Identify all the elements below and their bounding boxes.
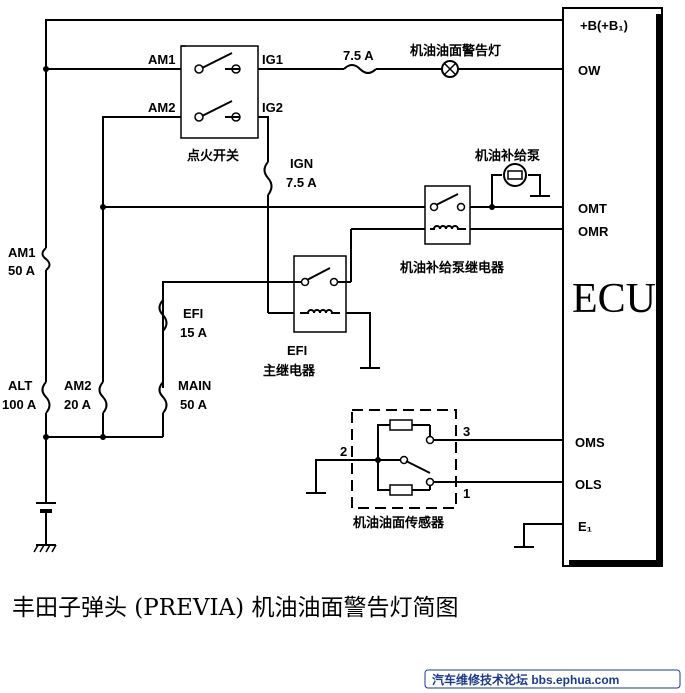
fuse-am1-name: AM1	[8, 245, 35, 260]
ignition-ig1-label: IG1	[262, 52, 283, 67]
fuse-am2: AM2 20 A	[64, 378, 108, 414]
fuse-main-rating: 50 A	[180, 397, 208, 412]
sensor-pin-3: 3	[463, 424, 470, 439]
ecu-power-pin: +B(+B₁)	[580, 18, 628, 33]
oil-level-sensor: 3 2 1 机油油面传感器	[340, 409, 470, 530]
ecu-pin-ols: OLS	[575, 477, 602, 492]
fuse-am2-name: AM2	[64, 378, 91, 393]
ecu-pin-omr: OMR	[578, 224, 609, 239]
oil-level-sensor-label: 机油油面传感器	[353, 515, 445, 530]
sensor-pin-1: 1	[463, 486, 470, 501]
ignition-switch: AM1 AM2 IG1 IG2 点火开关	[148, 42, 283, 163]
fuse-alt-rating: 100 A	[2, 397, 37, 412]
ignition-am1-label: AM1	[148, 52, 175, 67]
ecu-box: ECU +B(+B₁) OW OMT OMR OMS OLS E₁	[562, 7, 663, 567]
ignition-switch-label: 点火开关	[187, 148, 239, 163]
ecu-pin-omt: OMT	[578, 201, 607, 216]
pump-relay: 机油补给泵继电器	[400, 185, 505, 275]
fuse-am2-rating: 20 A	[64, 397, 92, 412]
fuse-main: MAIN 50 A	[158, 378, 211, 414]
sensor-pin-2: 2	[340, 444, 347, 459]
efi-relay-name: EFI	[287, 343, 307, 358]
ignition-am2-label: AM2	[148, 100, 175, 115]
fuse-alt-name: ALT	[8, 378, 32, 393]
fuse-am1-rating: 50 A	[8, 263, 36, 278]
diagram-caption: 丰田子弹头 (PREVIA) 机油油面警告灯简图	[12, 595, 458, 621]
forum-watermark-text: 汽车维修技术论坛 bbs.ephua.com	[432, 672, 619, 687]
efi-relay-label: 主继电器	[263, 363, 316, 378]
battery-icon	[33, 502, 57, 553]
ignition-ig2-label: IG2	[262, 100, 283, 115]
fuse-ow-rating: 7.5 A	[343, 48, 374, 63]
ecu-pin-oms: OMS	[575, 435, 605, 450]
forum-watermark: 汽车维修技术论坛 bbs.ephua.com	[424, 669, 681, 689]
fuse-am1: AM1 50 A	[8, 245, 51, 278]
fuse-efi-name: EFI	[183, 306, 203, 321]
warning-lamp-icon: 机油油面警告灯	[410, 43, 501, 78]
efi-main-relay: EFI 主继电器	[263, 255, 347, 378]
fuse-efi: EFI 15 A	[158, 282, 208, 382]
ecu-pin-ow: OW	[578, 63, 601, 78]
fuse-alt: ALT 100 A	[2, 378, 51, 414]
oil-pump-icon: 机油补给泵	[475, 148, 540, 187]
ecu-pin-e1: E₁	[578, 519, 592, 534]
fuse-ign-name: IGN	[290, 156, 313, 171]
pump-relay-label: 机油补给泵继电器	[400, 260, 505, 275]
fuse-ign-rating: 7.5 A	[286, 175, 317, 190]
fuse-efi-rating: 15 A	[180, 325, 208, 340]
ecu-title: ECU	[572, 276, 656, 322]
warning-lamp-label: 机油油面警告灯	[410, 43, 501, 58]
fuse-ow: 7.5 A	[343, 48, 377, 74]
oil-pump-label: 机油补给泵	[475, 148, 540, 163]
fuse-ign: IGN 7.5 A	[263, 156, 317, 196]
fuse-main-name: MAIN	[178, 378, 211, 393]
